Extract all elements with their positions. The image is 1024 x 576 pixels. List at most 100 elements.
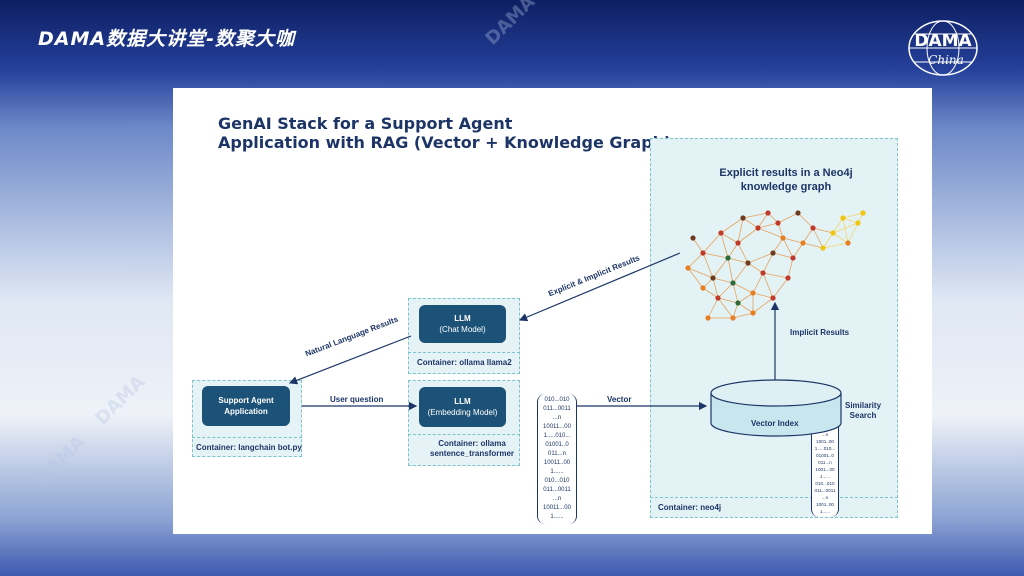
vector-stack-line: 1...... bbox=[819, 474, 831, 479]
support-container-label: Container: langchain bot.py bbox=[196, 443, 302, 452]
neo4j-title-line-2: knowledge graph bbox=[740, 181, 832, 193]
graph-edge bbox=[782, 237, 804, 244]
vector-stack-line: 10011...00 bbox=[543, 424, 571, 430]
graph-node bbox=[725, 255, 731, 261]
vector-stack: 010...010 011...0011 ...n 10011...00 1.....0… bbox=[537, 394, 577, 524]
vector-stack-line: 1001..00 bbox=[816, 502, 834, 507]
graph-edge bbox=[732, 312, 754, 319]
graph-edge bbox=[737, 242, 749, 264]
natural-language-arrow bbox=[288, 335, 412, 385]
brand-title: DAMA数据大讲堂-数聚大咖 bbox=[38, 28, 295, 50]
slide-title: GenAI Stack for a Support Agent Applicat… bbox=[218, 114, 671, 152]
graph-edge bbox=[720, 232, 729, 259]
graph-node bbox=[735, 240, 741, 246]
graph-edge bbox=[717, 282, 734, 299]
logo-sub: China bbox=[928, 53, 964, 67]
graph-edge bbox=[832, 222, 859, 234]
vector-label: Vector bbox=[607, 395, 632, 404]
similarity-search-label: Similarity Search bbox=[845, 401, 881, 421]
graph-edge bbox=[727, 257, 734, 284]
graph-edge bbox=[747, 262, 764, 274]
watermark: DAMA bbox=[481, 0, 540, 50]
vector-stack-line: 010...010 bbox=[544, 397, 570, 403]
vector-stack-line: 1001...00 bbox=[815, 467, 835, 472]
graph-edge bbox=[772, 252, 794, 259]
llm-embed-line-2: (Embedding Model) bbox=[427, 408, 498, 417]
graph-edge bbox=[812, 227, 824, 249]
graph-edge bbox=[752, 272, 764, 294]
graph-node bbox=[775, 220, 781, 226]
graph-edge bbox=[732, 302, 739, 319]
graph-edge bbox=[720, 232, 739, 244]
graph-node bbox=[685, 265, 691, 271]
graph-edge bbox=[802, 242, 824, 249]
graph-edge bbox=[792, 242, 804, 259]
graph-node bbox=[800, 240, 806, 246]
neo4j-container bbox=[650, 138, 898, 518]
vector-stack-line: 010...010 bbox=[544, 478, 570, 484]
graph-node bbox=[690, 235, 696, 241]
neo4j-title: Explicit results in a Neo4j knowledge gr… bbox=[691, 166, 881, 194]
graph-node bbox=[820, 245, 826, 251]
vector-stack-line: 10011..00 bbox=[543, 460, 571, 466]
graph-edge bbox=[842, 212, 864, 219]
graph-edge bbox=[742, 212, 769, 219]
graph-edge bbox=[842, 217, 849, 244]
vector-stack-line: 011...0011 bbox=[543, 487, 571, 493]
neo4j-title-line-1: Explicit results in a Neo4j bbox=[719, 167, 853, 179]
vector-stack-line: ...n bbox=[552, 415, 562, 421]
diagram-slide: GenAI Stack for a Support Agent Applicat… bbox=[173, 88, 932, 534]
graph-node bbox=[790, 255, 796, 261]
vector-stack-line: 01001..0 bbox=[545, 442, 569, 448]
llm-chat-line-1: LLM bbox=[454, 314, 471, 323]
diagram-connectors bbox=[288, 210, 866, 437]
graph-edge bbox=[762, 252, 774, 274]
graph-edge bbox=[712, 277, 734, 284]
graph-edge bbox=[702, 252, 714, 279]
vector-stack-line: 1001..00 bbox=[816, 439, 834, 444]
graph-edge bbox=[787, 257, 794, 279]
graph-node bbox=[710, 275, 716, 281]
llm-chat-line-2: (Chat Model) bbox=[439, 325, 486, 334]
vector-stack-line: 011...0011 bbox=[543, 406, 571, 412]
vector-stack-line: 1.....010... bbox=[543, 433, 571, 439]
watermark: DAMA bbox=[31, 431, 90, 490]
graph-edge bbox=[742, 217, 759, 229]
graph-node bbox=[700, 250, 706, 256]
graph-node bbox=[750, 290, 756, 296]
globe-icon: DAMA China bbox=[908, 20, 978, 76]
graph-edge bbox=[772, 237, 784, 254]
knowledge-graph bbox=[685, 210, 866, 321]
user-question-label: User question bbox=[330, 395, 384, 404]
graph-edge bbox=[707, 297, 719, 319]
graph-edge bbox=[727, 257, 749, 264]
graph-edge bbox=[692, 237, 704, 254]
explicit-implicit-arrow bbox=[518, 252, 681, 322]
graph-edge bbox=[772, 277, 789, 299]
graph-edge bbox=[737, 227, 759, 244]
graph-edge bbox=[777, 222, 784, 239]
llm-embed-line-1: LLM bbox=[454, 397, 471, 406]
dama-china-logo: DAMA China bbox=[900, 18, 986, 78]
graph-edge bbox=[832, 232, 849, 244]
graph-edge bbox=[732, 262, 749, 284]
llm-embed-container-line-2: sentence_transformer bbox=[430, 449, 515, 458]
graph-node bbox=[860, 210, 866, 216]
graph-edge bbox=[687, 267, 714, 279]
vector-index-cylinder bbox=[710, 379, 842, 437]
graph-node bbox=[810, 225, 816, 231]
graph-edge bbox=[720, 217, 744, 234]
graph-edge bbox=[822, 232, 834, 249]
graph-edge bbox=[832, 217, 844, 234]
similarity-line-1: Similarity bbox=[845, 401, 882, 410]
graph-edge bbox=[782, 237, 794, 259]
graph-edge bbox=[702, 252, 729, 259]
graph-edge bbox=[732, 282, 739, 304]
graph-node bbox=[770, 250, 776, 256]
llm-embed-container-line-1: Container: ollama bbox=[438, 439, 506, 448]
neo4j-container-label: Container: neo4j bbox=[658, 503, 722, 512]
graph-node bbox=[755, 225, 761, 231]
graph-edge bbox=[747, 252, 774, 264]
graph-node bbox=[765, 210, 771, 216]
graph-edge bbox=[712, 277, 719, 299]
